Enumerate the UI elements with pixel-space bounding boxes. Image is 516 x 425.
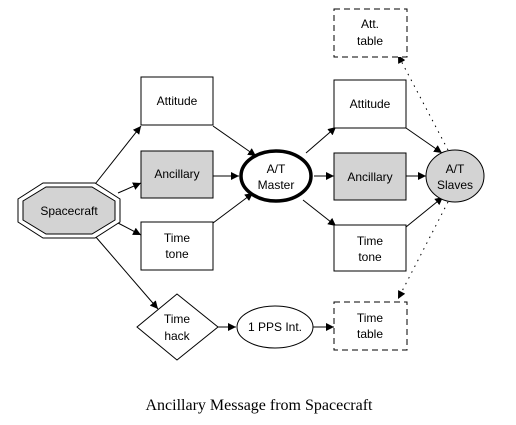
at-master-node: A/T Master	[239, 149, 313, 203]
timetone-left-line2: tone	[165, 247, 189, 261]
at-slaves-line1: A/T	[446, 162, 465, 176]
diagram-caption: Ancillary Message from Spacecraft	[145, 397, 373, 414]
edge-master-timetone	[302, 199, 337, 227]
att-table-line2: table	[357, 34, 383, 48]
time-table-line2: table	[357, 327, 383, 341]
spacecraft-label: Spacecraft	[40, 204, 98, 218]
timetone-left-node: Time tone	[140, 221, 214, 271]
attitude-right-node: Attitude	[333, 79, 407, 129]
ancillary-right-node: Ancillary	[333, 152, 407, 201]
edge-spacecraft-ancillary	[117, 182, 142, 194]
at-slaves-line2: Slaves	[437, 178, 473, 192]
timetone-right-line1: Time	[357, 234, 384, 248]
time-table-line1: Time	[357, 311, 384, 325]
attitude-right-label: Attitude	[350, 97, 391, 111]
time-table-node: Time table	[333, 301, 408, 351]
attitude-left-label: Attitude	[157, 94, 198, 108]
pps-int-node: 1 PPS Int.	[236, 305, 314, 349]
edge-attitude-master	[212, 125, 257, 157]
time-hack-line1: Time	[164, 312, 191, 326]
ancillary-left-label: Ancillary	[154, 167, 199, 181]
spacecraft-node: Spacecraft	[17, 182, 121, 239]
at-master-line1: A/T	[267, 162, 286, 176]
edge-spacecraft-timehack	[94, 235, 159, 310]
at-master-line2: Master	[258, 178, 295, 192]
time-hack-node: Time hack	[136, 293, 219, 361]
ancillary-left-node: Ancillary	[140, 150, 214, 199]
timetone-left-line1: Time	[164, 231, 191, 245]
timetone-right-line2: tone	[358, 250, 382, 264]
ancillary-right-label: Ancillary	[347, 170, 392, 184]
edge-spacecraft-timetone	[117, 222, 142, 236]
edge-timetone-slaves	[405, 196, 444, 228]
edge-master-attitude	[305, 126, 337, 154]
edge-attitude-slaves	[405, 127, 443, 154]
timetone-right-node: Time tone	[333, 224, 407, 272]
att-table-node: Att. table	[333, 8, 408, 58]
time-hack-line2: hack	[164, 329, 190, 343]
at-slaves-node: A/T Slaves	[425, 149, 485, 203]
pps-int-label: 1 PPS Int.	[248, 320, 302, 334]
edge-timetone-master	[212, 192, 254, 224]
attitude-left-node: Attitude	[140, 76, 214, 126]
att-table-line1: Att.	[361, 17, 379, 31]
edge-spacecraft-attitude	[91, 125, 142, 189]
